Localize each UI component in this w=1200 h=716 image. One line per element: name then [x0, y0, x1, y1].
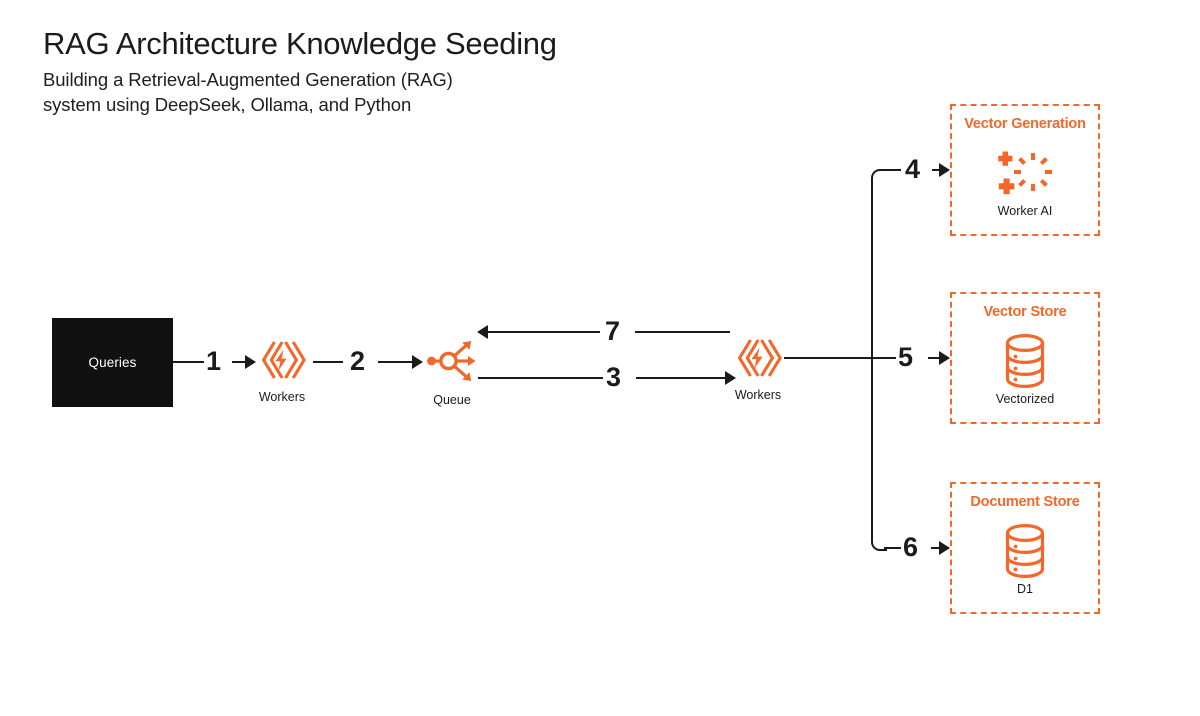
arrow-3-stem — [636, 377, 728, 380]
service-box-vector-generation[interactable]: Vector Generation — [950, 104, 1100, 236]
service-icon-wrap — [952, 144, 1098, 202]
page-subtitle: Building a Retrieval-Augmented Generatio… — [43, 68, 743, 118]
arrow-6-stem — [931, 547, 944, 550]
service-subtitle: Worker AI — [997, 204, 1053, 218]
database-cylinder-icon — [1005, 523, 1045, 578]
arrow-4-stem — [932, 169, 944, 172]
service-box-document-store[interactable]: Document Store D1 — [950, 482, 1100, 614]
arrow-2-stem — [378, 361, 414, 364]
page-title: RAG Architecture Knowledge Seeding — [43, 26, 557, 61]
lightning-bolt-glyph — [275, 349, 287, 371]
arrow-2-head — [412, 355, 423, 369]
step-number-6: 6 — [903, 532, 918, 562]
connector-step6 — [884, 547, 901, 550]
fanout-spine — [871, 178, 874, 540]
arrow-1-stem — [232, 361, 246, 364]
queue-fanout-icon — [427, 341, 476, 381]
worker-right-label: Workers — [734, 388, 782, 402]
connector-step5 — [874, 357, 896, 360]
arrow-3-head — [725, 371, 736, 385]
service-subtitle: Vectorized — [995, 392, 1055, 406]
service-box-vector-store[interactable]: Vector Store Vectorized — [950, 292, 1100, 424]
queries-node[interactable]: Queries — [52, 318, 173, 407]
arrow-1-head — [245, 355, 256, 369]
connector-step7-right — [635, 331, 730, 334]
database-indicator-dots — [1013, 354, 1018, 382]
arrow-4-head — [939, 163, 950, 177]
service-title: Vector Store — [983, 304, 1067, 320]
fanout-trunk — [784, 357, 874, 360]
subtitle-line-1: Building a Retrieval-Augmented Generatio… — [43, 68, 453, 90]
cloudflare-workers-icon — [737, 339, 782, 377]
arrow-5-head — [939, 351, 950, 365]
arrow-7-head — [477, 325, 488, 339]
ai-sparkle-icon — [998, 151, 1052, 195]
fanout-elbow-bottom — [871, 535, 887, 551]
queue-source-dot — [427, 356, 436, 366]
step-number-2: 2 — [350, 346, 365, 376]
worker-left-node[interactable] — [258, 336, 306, 389]
connector-queries-to-step1 — [173, 361, 204, 364]
queue-label: Queue — [433, 393, 471, 407]
service-icon-wrap — [952, 522, 1098, 580]
arrow-6-head — [939, 541, 950, 555]
fanout-elbow-top — [871, 169, 887, 185]
worker-left-label: Workers — [258, 390, 306, 404]
header: RAG Architecture Knowledge Seeding Build… — [43, 26, 743, 118]
step-number-1: 1 — [206, 346, 221, 376]
connector-step3-left — [478, 377, 603, 380]
sparkle-rays — [1014, 153, 1052, 191]
worker-right-node[interactable] — [734, 334, 782, 387]
database-indicator-dots — [1013, 544, 1018, 572]
arrow-7-stem — [488, 331, 600, 334]
service-title: Document Store — [970, 494, 1080, 510]
arrow-5-stem — [928, 357, 944, 360]
step-number-4: 4 — [905, 154, 920, 184]
cloudflare-workers-icon — [261, 341, 306, 379]
lightning-bolt-glyph — [751, 347, 763, 369]
connector-step2-left — [313, 361, 343, 364]
service-title: Vector Generation — [964, 116, 1086, 132]
queue-node[interactable] — [426, 337, 480, 390]
service-subtitle: D1 — [1017, 582, 1033, 596]
connector-step4 — [884, 169, 901, 172]
database-cylinder-icon — [1005, 333, 1045, 388]
subtitle-line-2: system using DeepSeek, Ollama, and Pytho… — [43, 93, 412, 115]
step-number-7: 7 — [605, 316, 620, 346]
queries-label: Queries — [88, 355, 137, 370]
step-number-5: 5 — [898, 342, 913, 372]
step-number-3: 3 — [606, 362, 621, 392]
service-icon-wrap — [952, 332, 1098, 390]
